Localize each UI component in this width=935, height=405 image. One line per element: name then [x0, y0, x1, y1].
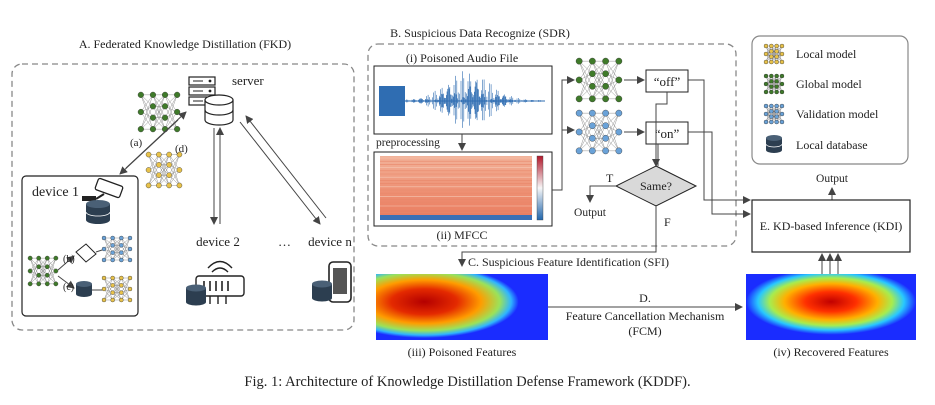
sdr-validation-model-icon	[575, 109, 623, 155]
audio-title: (i) Poisoned Audio File	[406, 51, 518, 65]
sdr-global-model-icon	[575, 57, 623, 103]
false-branch-arrow	[458, 206, 657, 267]
device-2-database-icon	[186, 284, 206, 306]
global-model-icon	[137, 91, 181, 133]
mfcc-to-models-arrows	[552, 76, 575, 191]
sdr-title: B. Suspicious Data Recognize (SDR)	[390, 26, 570, 40]
legend-box	[751, 35, 909, 165]
on-prediction-label: “on”	[655, 126, 680, 141]
sfi-label: C. Suspicious Feature Identification (SF…	[468, 255, 669, 269]
preprocessing-label: preprocessing	[376, 137, 440, 149]
sdr-output-label: Output	[574, 207, 607, 219]
label-c: (c)	[63, 282, 74, 293]
recovered-to-kdi-arrows	[818, 253, 842, 274]
figure-caption: Fig. 1: Architecture of Knowledge Distil…	[244, 374, 691, 390]
fkd-arrows	[119, 111, 327, 225]
device-1-arrows	[57, 249, 103, 291]
document-icon	[75, 243, 97, 263]
device-1-local-model-icon	[101, 275, 133, 303]
device-n-database-icon	[312, 280, 332, 302]
phone-icon	[328, 261, 352, 303]
mfcc-colorbar	[536, 155, 544, 221]
local-model-icon	[145, 151, 183, 189]
label-d: (d)	[175, 143, 188, 155]
mfcc-bottom-band	[380, 215, 532, 220]
fcm-label-line1: D.	[639, 291, 651, 305]
fkd-dashed-region	[11, 63, 355, 331]
recovered-features-label: (iv) Recovered Features	[773, 345, 889, 359]
fkd-title: A. Federated Knowledge Distillation (FKD…	[79, 37, 291, 51]
false-branch-label: F	[664, 215, 671, 229]
legend-database-icon	[765, 135, 783, 153]
label-b: (b)	[63, 254, 75, 265]
mfcc-bands	[380, 157, 532, 213]
recovered-features-hotspot	[746, 274, 916, 340]
device-1-global-model-icon	[27, 255, 59, 287]
sdr-dashed-region	[367, 43, 737, 247]
device-1-small-database-icon	[76, 281, 92, 297]
legend-local-model-icon	[763, 43, 785, 65]
ellipsis: …	[278, 234, 291, 249]
device-1-database-icon	[85, 200, 111, 224]
legend-label-global-model: Global model	[796, 77, 862, 91]
device-1-validation-model-icon	[101, 235, 133, 263]
true-branch-arrow	[586, 185, 616, 203]
mfcc-label: (ii) MFCC	[436, 228, 487, 242]
comparison-arrows	[652, 79, 751, 218]
fcm-label-line3: (FCM)	[628, 324, 661, 338]
kdi-output-label: Output	[816, 173, 849, 185]
server-label: server	[232, 73, 264, 88]
true-branch-label: T	[606, 171, 614, 185]
legend-label-local-model: Local model	[796, 47, 857, 61]
audio-waveform	[404, 71, 545, 128]
legend-label-validation-model: Validation model	[796, 107, 879, 121]
fcm-label-line2: Feature Cancellation Mechanism	[566, 309, 725, 323]
legend-validation-model-icon	[763, 103, 785, 125]
mfcc-heatmap	[380, 156, 532, 220]
legend-global-model-icon	[763, 73, 785, 95]
off-prediction-label: “off”	[654, 74, 681, 89]
audio-leading-block	[379, 86, 405, 116]
same-decision-label: Same?	[640, 179, 672, 193]
device-n-label: device n	[308, 234, 352, 249]
device-1-label: device 1	[32, 185, 79, 200]
poisoned-features-label: (iii) Poisoned Features	[408, 345, 517, 359]
legend-label-local-database: Local database	[796, 138, 868, 152]
poisoned-features-hotspot	[376, 274, 548, 340]
router-icon	[195, 260, 245, 304]
device-2-label: device 2	[196, 234, 240, 249]
camera-icon	[82, 177, 124, 201]
label-a: (a)	[130, 137, 143, 149]
kdi-box	[751, 199, 911, 253]
server-database-icon	[204, 94, 234, 126]
kdi-label: E. KD-based Inference (KDI)	[760, 219, 903, 233]
